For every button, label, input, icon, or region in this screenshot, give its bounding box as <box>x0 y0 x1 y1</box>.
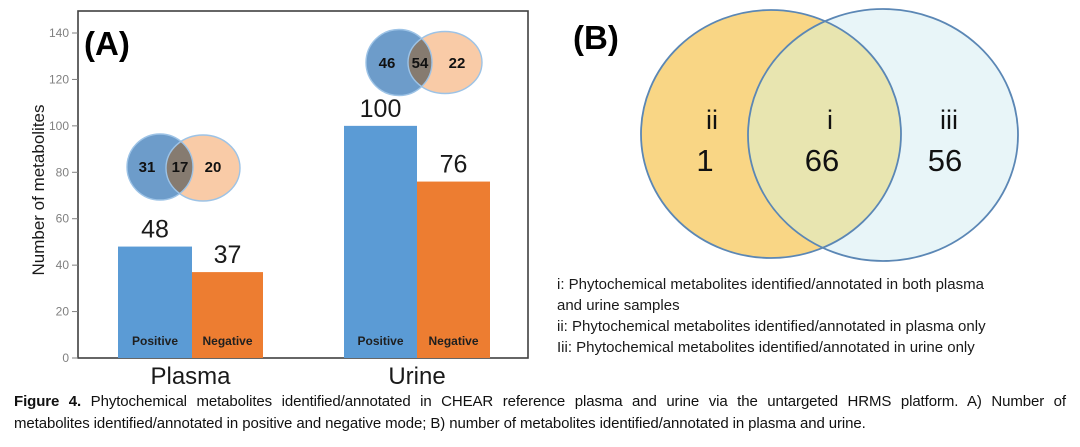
bar-value-label: 76 <box>440 151 468 179</box>
panel-a-label: (A) <box>84 25 130 62</box>
x-category-label: Urine <box>388 363 445 390</box>
bar-mode-label: Negative <box>202 334 252 348</box>
bar-negative <box>192 272 263 358</box>
inset-venn-positive-outline <box>365 28 433 97</box>
y-tick-label: 40 <box>56 258 70 272</box>
inset-venn-value: 54 <box>412 55 429 72</box>
legend-line-i-cont: and urine samples <box>557 297 680 314</box>
inset-venn-value: 17 <box>172 159 189 176</box>
venn-legend: i: Phytochemical metabolites identified/… <box>557 274 1072 358</box>
y-tick-label: 100 <box>49 119 69 133</box>
bar-value-label: 48 <box>141 216 169 244</box>
venn-region-roman-label: iii <box>940 105 958 135</box>
y-tick-label: 80 <box>56 165 70 179</box>
y-tick-label: 20 <box>56 305 70 319</box>
bar-positive <box>344 125 417 358</box>
venn-urine-outline <box>747 8 1019 262</box>
panel-b-svg: (B) ii 1 i 66 iii 56 <box>573 8 1019 262</box>
venn-plasma-outline <box>640 9 902 259</box>
y-tick-label: 0 <box>62 351 69 365</box>
venn-overlap-region <box>748 10 901 258</box>
inset-venn-overlap <box>166 135 193 200</box>
y-axis-title: Number of metabolites <box>29 104 48 275</box>
inset-venn-value: 31 <box>139 159 156 176</box>
venn-region-value: 1 <box>696 143 713 178</box>
inset-venn-negative-outline <box>165 134 241 202</box>
y-tick-label: 60 <box>56 212 70 226</box>
bar-mode-label: Positive <box>357 334 403 348</box>
inset-venn-positive-outline <box>126 133 194 201</box>
venn-region-roman-label: i <box>827 105 833 135</box>
bar-negative <box>417 181 490 358</box>
venn-region-value: 56 <box>928 143 962 178</box>
legend-line-ii: ii: Phytochemical metabolites identified… <box>557 318 986 335</box>
figure-caption: Figure 4. Phytochemical metabolites iden… <box>14 391 1066 434</box>
bar-mode-label: Positive <box>132 334 178 348</box>
venn-region-roman-label: ii <box>706 105 718 135</box>
inset-venn-value: 22 <box>449 55 466 72</box>
caption-line-1: Figure 4. Phytochemical metabolites iden… <box>14 393 1066 410</box>
panel-b-venn-diagram: (B) ii 1 i 66 iii 56 <box>545 0 1080 272</box>
bar-value-label: 37 <box>214 241 242 269</box>
inset-venn-value: 46 <box>379 55 396 72</box>
bar-positive <box>118 246 192 358</box>
inset-venn-value: 20 <box>205 159 222 176</box>
legend-line-i: i: Phytochemical metabolites identified/… <box>557 276 984 293</box>
inset-venn-overlap <box>408 31 432 94</box>
venn-region-value: 66 <box>805 143 839 178</box>
inset-venn-negative-outline <box>407 30 483 95</box>
x-category-label: Plasma <box>150 363 231 390</box>
bar-value-label: 100 <box>360 95 402 123</box>
y-tick-label: 120 <box>49 72 69 86</box>
y-tick-label: 140 <box>49 26 69 40</box>
panel-b-label: (B) <box>573 19 619 56</box>
legend-line-iii: Iii: Phytochemical metabolites identifie… <box>557 339 975 356</box>
bar-mode-label: Negative <box>428 334 478 348</box>
caption-figure-label: Figure 4. <box>14 393 82 410</box>
caption-line-2: metabolites identified/annotated in posi… <box>14 414 866 432</box>
